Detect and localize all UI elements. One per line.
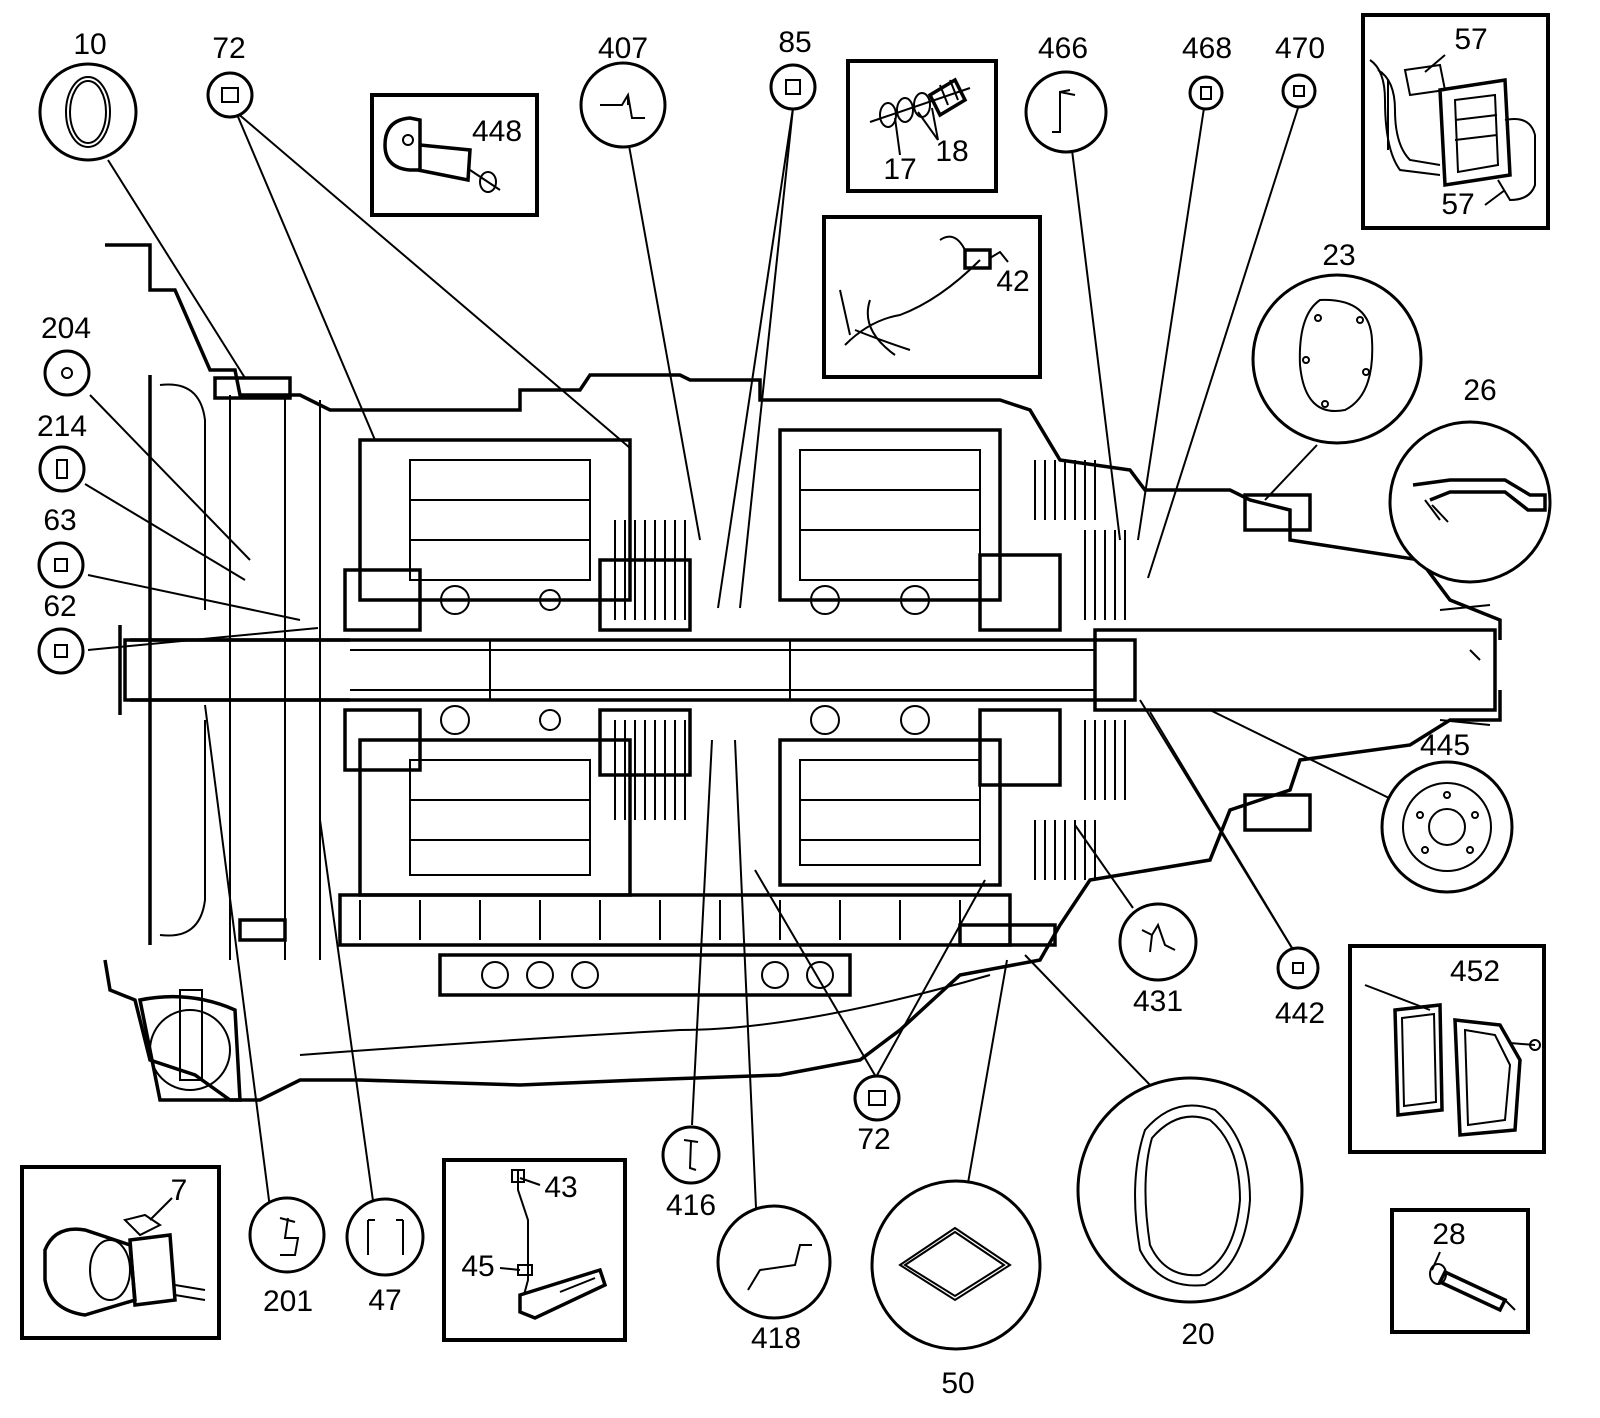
- callout-431: 431: [1118, 902, 1198, 1018]
- label-201: 201: [263, 1285, 313, 1318]
- label-85: 85: [778, 26, 811, 59]
- label-18: 18: [935, 135, 968, 168]
- leader-lines: [84, 107, 1394, 1209]
- callout-50: 50: [870, 1179, 1042, 1400]
- label-57-bottom: 57: [1441, 188, 1474, 221]
- label-452: 452: [1450, 955, 1500, 988]
- label-72-bottom: 72: [857, 1123, 890, 1156]
- label-42: 42: [996, 265, 1029, 298]
- label-468: 468: [1182, 32, 1232, 65]
- callout-72-bottom: 72: [853, 1074, 901, 1156]
- label-204: 204: [41, 312, 91, 345]
- label-418: 418: [751, 1322, 801, 1355]
- callout-47: 47: [345, 1197, 425, 1317]
- label-7: 7: [171, 1174, 188, 1207]
- label-17: 17: [883, 153, 916, 186]
- transmission-cross-section: [103, 243, 1502, 1102]
- inset-box-7: 7: [20, 1165, 221, 1340]
- callout-204: 204: [41, 312, 91, 397]
- callout-416: 416: [661, 1125, 721, 1222]
- label-20: 20: [1181, 1318, 1214, 1351]
- callout-63: 63: [37, 504, 85, 589]
- callout-214: 214: [37, 410, 87, 493]
- callout-26: 26: [1388, 374, 1552, 584]
- label-26: 26: [1463, 374, 1496, 407]
- inset-box-42: 42: [822, 215, 1042, 379]
- callout-407: 407: [579, 32, 667, 149]
- callout-468: 468: [1182, 32, 1232, 111]
- label-448: 448: [472, 115, 522, 148]
- label-10: 10: [73, 28, 106, 61]
- label-431: 431: [1133, 985, 1183, 1018]
- label-50: 50: [941, 1367, 974, 1400]
- label-57-top: 57: [1454, 23, 1487, 56]
- label-47: 47: [368, 1284, 401, 1317]
- inset-box-17-18: 17 18: [846, 59, 998, 193]
- label-63: 63: [43, 504, 76, 537]
- callout-418: 418: [716, 1204, 832, 1355]
- callout-20: 20: [1076, 1076, 1304, 1351]
- inset-box-448: 448: [370, 93, 539, 217]
- callout-466: 466: [1024, 32, 1108, 154]
- label-470: 470: [1275, 32, 1325, 65]
- label-62: 62: [43, 590, 76, 623]
- inset-box-28: 28: [1390, 1208, 1530, 1334]
- callout-201: 201: [248, 1196, 326, 1318]
- callout-470: 470: [1275, 32, 1325, 109]
- label-23: 23: [1322, 239, 1355, 272]
- inset-box-452: 452: [1348, 944, 1546, 1154]
- callout-442: 442: [1275, 946, 1325, 1030]
- label-43: 43: [544, 1171, 577, 1204]
- label-72-top: 72: [212, 32, 245, 65]
- label-214: 214: [37, 410, 87, 443]
- label-416: 416: [666, 1189, 716, 1222]
- inset-box-43-45: 43 45: [442, 1158, 627, 1342]
- label-407: 407: [598, 32, 648, 65]
- label-28: 28: [1432, 1218, 1465, 1251]
- callout-62: 62: [37, 590, 85, 675]
- callout-10: 10: [38, 28, 138, 162]
- label-442: 442: [1275, 997, 1325, 1030]
- label-445: 445: [1420, 729, 1470, 762]
- label-466: 466: [1038, 32, 1088, 65]
- callout-445: 445: [1380, 729, 1514, 894]
- callout-72-top: 72: [206, 32, 254, 119]
- inset-box-57: 57 57: [1361, 13, 1550, 230]
- callout-85: 85: [769, 26, 817, 111]
- callout-23: 23: [1251, 239, 1423, 445]
- label-45: 45: [461, 1250, 494, 1283]
